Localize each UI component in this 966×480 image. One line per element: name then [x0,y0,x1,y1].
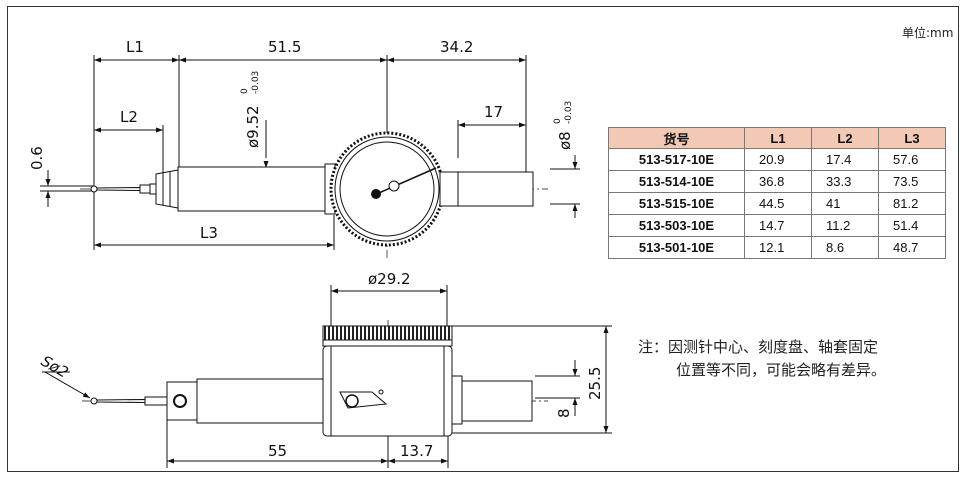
dim-8-label: ø8 [556,131,574,150]
table-row: 513-501-10E 12.1 8.6 48.7 [608,236,946,259]
dim-9-52-label: ø9.52 [244,105,262,148]
table-header-row: 货号 L1 L2 L3 [608,127,946,149]
dim-51-5-label: 51.5 [268,38,301,56]
cell-l2: 33.3 [811,170,879,193]
dim-l1-label: L1 [126,38,144,56]
cell-l1: 12.1 [744,236,812,259]
cell-l3: 73.5 [878,170,946,193]
cell-l2: 11.2 [811,214,879,237]
dim-8-tol-up: 0 [553,118,563,124]
top-view [40,55,580,258]
cell-l3: 48.7 [878,236,946,259]
cell-l3: 57.6 [878,148,946,171]
dim-0-6-label: 0.6 [28,146,46,170]
dim-25-5-label: 25.5 [586,367,604,400]
cell-model: 513-514-10E [608,170,745,193]
side-view [42,285,612,468]
dim-55-label: 55 [268,442,287,460]
cell-l2: 17.4 [811,148,879,171]
header-l3: L3 [878,127,946,149]
dim-29-2-label: ø29.2 [368,270,411,288]
table-row: 513-503-10E 14.7 11.2 51.4 [608,214,946,237]
header-model: 货号 [608,127,745,149]
cell-l2: 41 [811,192,879,215]
table-row: 513-515-10E 44.5 41 81.2 [608,192,946,215]
header-l1: L1 [744,127,812,149]
drawing-frame [7,6,959,472]
spec-table: 货号 L1 L2 L3 513-517-10E 20.9 17.4 57.6 5… [608,127,946,259]
cell-l1: 36.8 [744,170,812,193]
note-line-1: 注：因测针中心、刻度盘、轴套固定 [638,338,879,356]
unit-label: 单位:mm [902,26,954,40]
cell-l1: 20.9 [744,148,812,171]
table-row: 513-514-10E 36.8 33.3 73.5 [608,170,946,193]
note-line-2: 位置等不同，可能会略有差异。 [676,361,887,379]
cell-model: 513-501-10E [608,236,745,259]
cell-l2: 8.6 [811,236,879,259]
cell-model: 513-503-10E [608,214,745,237]
dim-13-7-label: 13.7 [400,442,433,460]
header-l2: L2 [811,127,879,149]
cell-l1: 14.7 [744,214,812,237]
dim-9-52-tol-up: 0 [240,88,250,94]
cell-l3: 81.2 [878,192,946,215]
cell-l1: 44.5 [744,192,812,215]
dim-9-52-tol-low: -0.03 [251,71,261,94]
dim-34-2-label: 34.2 [440,38,473,56]
cell-l3: 51.4 [878,214,946,237]
cell-model: 513-517-10E [608,148,745,171]
cell-model: 513-515-10E [608,192,745,215]
note: 注：因测针中心、刻度盘、轴套固定 位置等不同，可能会略有差异。 [638,336,886,382]
dim-l2-label: L2 [120,108,138,126]
dim-17-label: 17 [484,103,503,121]
dim-8-tol-low: -0.03 [564,101,574,124]
dim-l3-label: L3 [200,224,218,242]
dim-8-side-label: 8 [555,408,573,418]
table-row: 513-517-10E 20.9 17.4 57.6 [608,148,946,171]
